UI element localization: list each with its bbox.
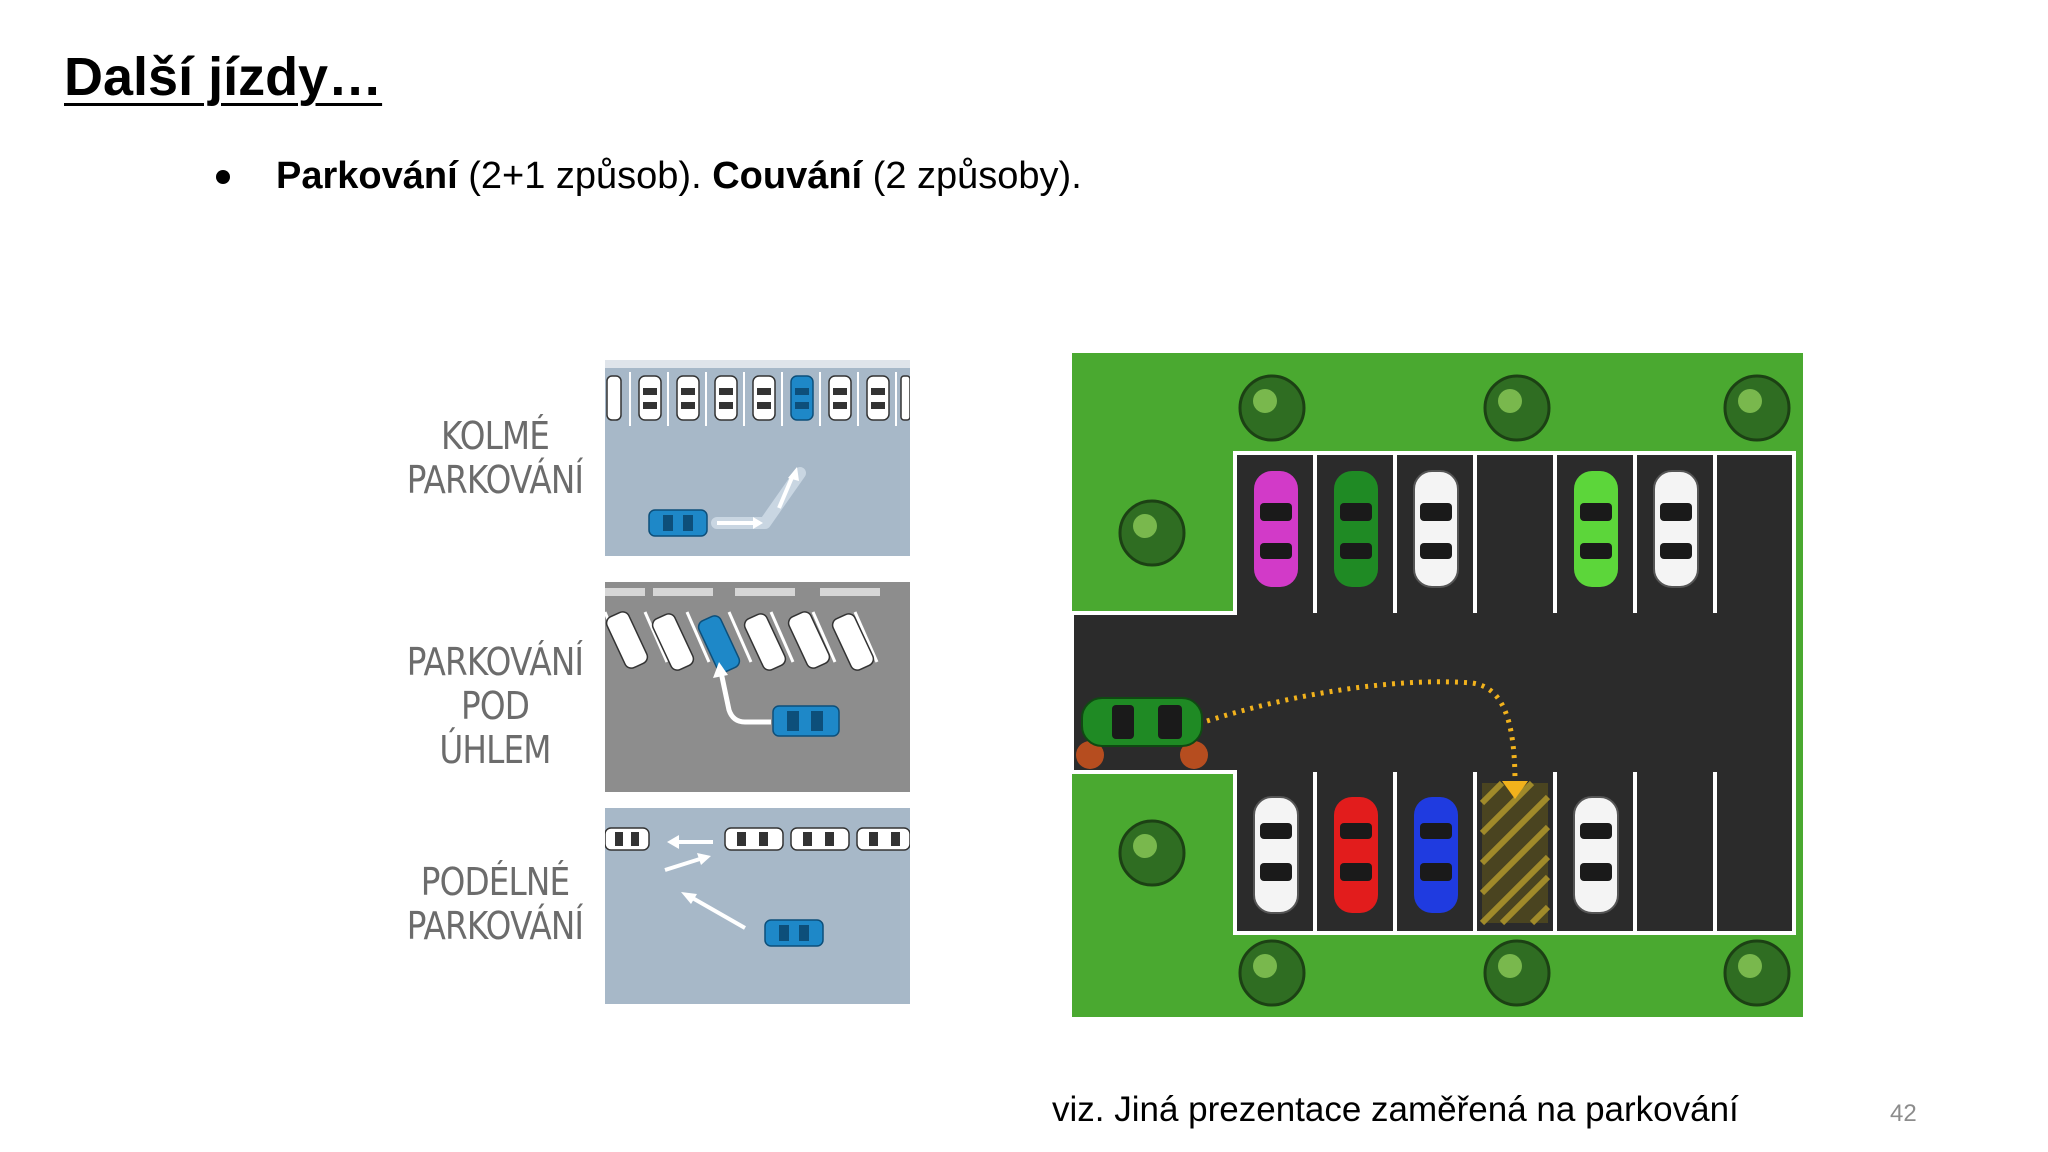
label-perpendicular: KOLMÉ PARKOVÁNÍ (405, 414, 586, 502)
slide-caption: viz. Jiná prezentace zaměřená na parková… (1052, 1090, 1739, 1129)
perpendicular-parking-illustration (605, 360, 910, 556)
label-perpendicular-line1: KOLMÉ (440, 414, 550, 458)
label-angled-line2: POD ÚHLEM (439, 684, 551, 772)
reversing-count: (2 způsoby). (862, 155, 1082, 197)
label-parallel: PODÉLNÉ PARKOVÁNÍ (405, 860, 586, 948)
parking-lot-illustration (1072, 353, 1803, 1017)
label-perpendicular-line2: PARKOVÁNÍ (406, 458, 584, 502)
parked-cars-top-row (1254, 470, 1699, 588)
bullet-item: Parkování (2+1 způsob). Couvání (2 způso… (216, 155, 1082, 198)
maneuvering-car (1076, 697, 1208, 769)
bullet-text: Parkování (2+1 způsob). Couvání (2 způso… (276, 155, 1082, 198)
bullet-marker (216, 169, 230, 184)
target-parking-space (1479, 780, 1551, 926)
parking-count: (2+1 způsob). (457, 155, 713, 197)
label-angled: PARKOVÁNÍ POD ÚHLEM (405, 640, 586, 772)
label-parallel-line1: PODÉLNÉ (420, 860, 570, 904)
parking-route-path (1206, 679, 1518, 784)
term-parking: Parkování (276, 155, 458, 197)
slide-title: Další jízdy… (64, 47, 383, 107)
parking-types-figure: KOLMÉ PARKOVÁNÍ PARKOVÁNÍ POD ÚHLEM PODÉ… (390, 350, 910, 1010)
angled-parking-illustration (605, 582, 910, 792)
page-number: 42 (1890, 1100, 1917, 1127)
label-parallel-line2: PARKOVÁNÍ (406, 904, 584, 948)
trees (1118, 374, 1791, 1007)
term-reversing: Couvání (712, 155, 863, 197)
route-arrow-icon (1502, 781, 1528, 799)
label-angled-line1: PARKOVÁNÍ (406, 640, 584, 684)
parked-cars-bottom-row (1253, 796, 1619, 914)
parallel-parking-illustration (605, 808, 910, 1004)
